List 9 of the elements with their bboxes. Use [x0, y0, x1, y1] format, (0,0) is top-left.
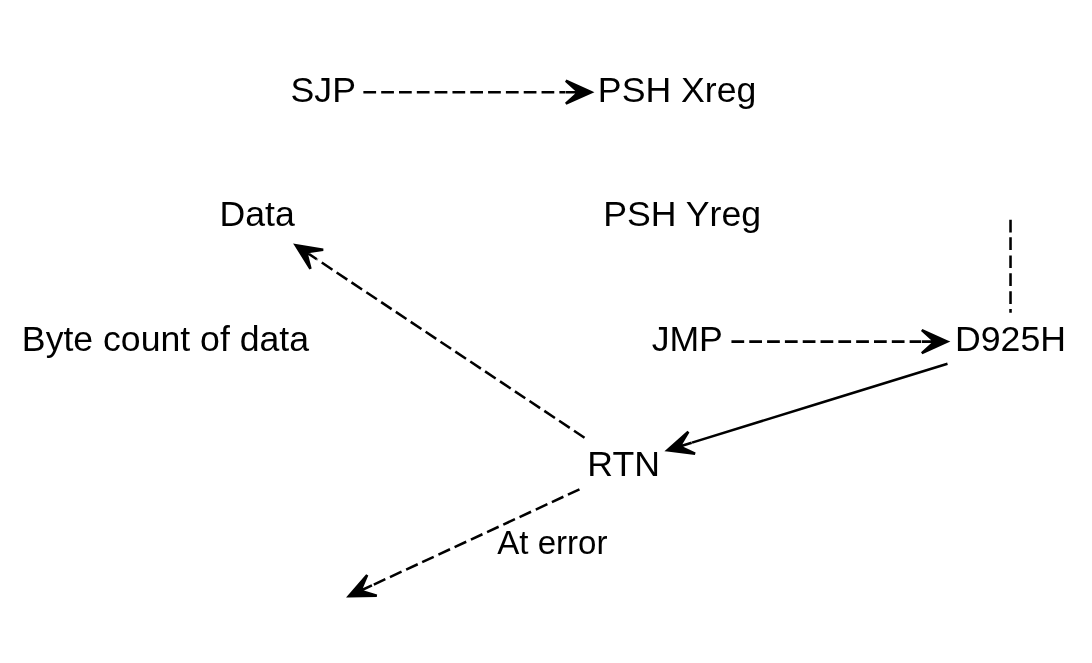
node-text: PSH Xreg	[597, 69, 757, 110]
node-text: SJP	[290, 69, 356, 110]
node-text: JMP	[651, 318, 723, 359]
edge-label: At error	[497, 523, 608, 561]
label: Byte count of data	[21, 318, 310, 359]
node-text: D925H	[955, 318, 1066, 359]
node-text: Data	[219, 193, 295, 234]
node-text: RTN	[587, 443, 660, 484]
node-text: PSH Yreg	[603, 193, 762, 234]
